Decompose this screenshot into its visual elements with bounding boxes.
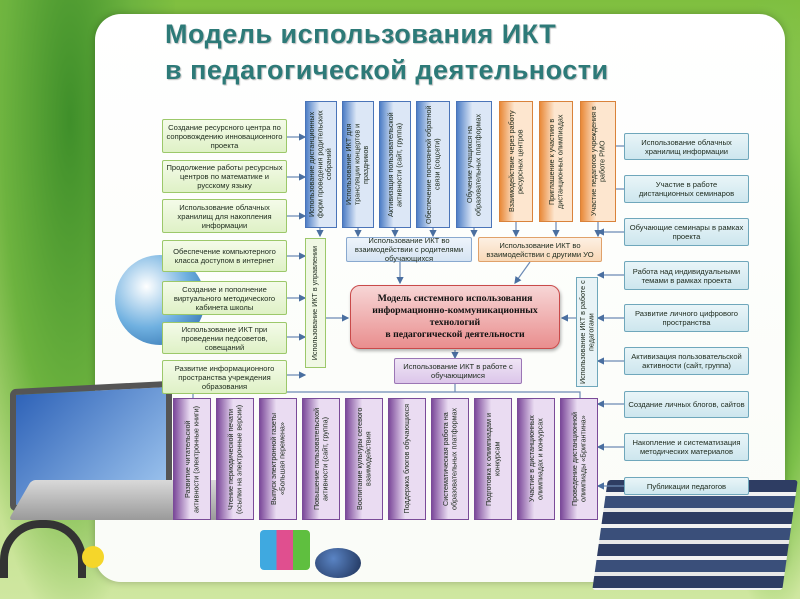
app-icons-cubes-image [260,530,310,570]
student-item-4: Повышение пользовательской активности (с… [302,398,340,520]
student-item-1: Развитие читательской активности (электр… [173,398,211,520]
student-item-3: Выпуск электронной газеты «Большая перем… [259,398,297,520]
right-item-2: Участие в работе дистанционных семинаров [624,175,749,203]
right-item-5: Развитие личного цифрового пространства [624,304,749,332]
right-item-7: Создание личных блогов, сайтов [624,391,749,418]
left-item-6: Использование ИКТ при проведении педсове… [162,322,287,354]
headphones-image [0,520,86,578]
left-item-5: Создание и пополнение виртуального метод… [162,281,287,315]
student-item-8: Подготовка к олимпиадам и конкурсам [474,398,512,520]
student-item-5: Воспитание культуры сетевого взаимодейст… [345,398,383,520]
left-item-4: Обеспечение компьютерного класса доступо… [162,240,287,272]
students-label: Использование ИКТ в работе с обучающимис… [394,358,522,384]
parents-item-2: Использование ИКТ для трансляции концерт… [342,101,374,228]
student-item-7: Систематическая работа на образовательны… [431,398,469,520]
center-line-4: в педагогической деятельности [385,329,525,340]
other-uo-label: Использование ИКТ во взаимодействии с др… [478,237,602,262]
parents-item-5: Обучение учащихся на образовательных пла… [456,101,492,228]
parents-label: Использование ИКТ во взаимодействии с ро… [346,236,472,263]
student-item-10: Проведение дистанционной олимпиады «Бриг… [560,398,598,520]
title-line-2: в педагогической деятельности [165,55,609,85]
left-item-2: Продолжение работы ресурсных центров по … [162,160,287,193]
center-line-2: информационно-коммуникационных [372,305,538,316]
student-item-6: Поддержка блогов обучающихся [388,398,426,520]
page-title: Модель использования ИКТ в педагогическо… [165,16,725,88]
parents-item-1: Использование дистанционных форм проведе… [305,101,337,228]
left-item-7: Развитие информационного пространства уч… [162,360,287,394]
teachers-label: Использование ИКТ в работе с педагогами [576,277,598,387]
left-item-1: Создание ресурсного центра по сопровожде… [162,119,287,153]
left-item-3: Использование облачных хранилищ для нако… [162,199,287,233]
computer-mouse-image [315,548,361,578]
title-line-1: Модель использования ИКТ [165,19,557,49]
student-item-9: Участие в дистанционных олимпиадах и кон… [517,398,555,520]
right-item-3: Обучающие семинары в рамках проекта [624,218,749,246]
parents-item-3: Активизация пользовательской активности … [379,101,411,228]
parents-item-4: Обеспечение постоянной обратной связи (с… [416,101,450,228]
center-line-1: Модель системного использования [377,293,533,304]
center-line-3: технологий [429,317,481,328]
right-item-6: Активизация пользовательской активности … [624,347,749,375]
other-item-3: Участие педагогов учреждения в работе РМ… [580,101,616,222]
management-label: Использование ИКТ в управлении [305,238,326,368]
central-model-box: Модель системного использования информац… [350,285,560,349]
right-item-9: Публикации педагогов [624,477,749,495]
right-item-8: Накопление и систематизация методических… [624,433,749,461]
smiley-ball-image [82,546,104,568]
student-item-2: Чтение периодической печати (ссылки на э… [216,398,254,520]
right-item-1: Использование облачных хранилищ информац… [624,133,749,160]
right-item-4: Работа над индивидуальными темами в рамк… [624,261,749,290]
other-item-2: Приглашение к участию в дистанционных ол… [539,101,573,222]
other-item-1: Взаимодействие через работу ресурсных це… [499,101,533,222]
